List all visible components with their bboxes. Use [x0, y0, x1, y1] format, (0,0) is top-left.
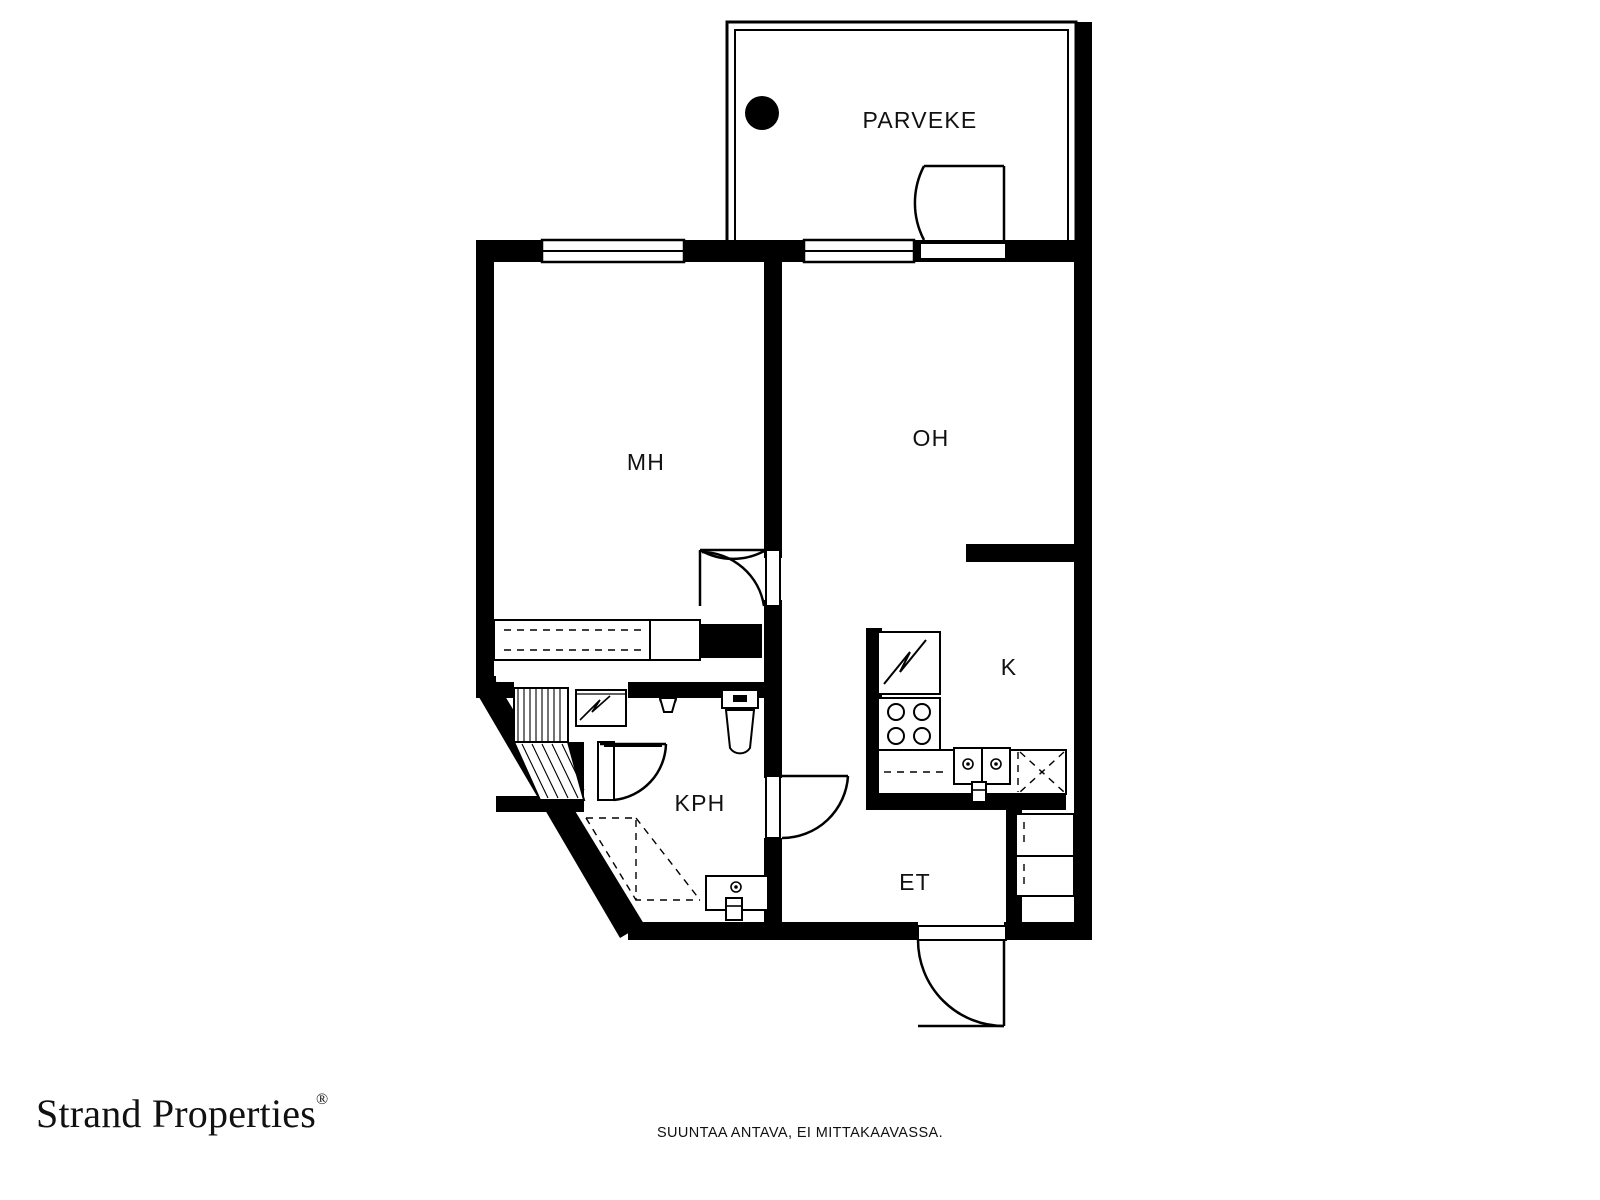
balcony-door-swing-icon — [913, 164, 1007, 260]
kitchen-sink-icon — [953, 747, 1011, 803]
balcony-area — [725, 20, 1092, 262]
room-label-k: K — [1001, 654, 1018, 680]
entrance-door-swing-icon — [916, 925, 1007, 1028]
exterior-walls — [476, 240, 1092, 940]
brand-logo: Strand Properties® — [36, 1090, 328, 1137]
bedroom-wardrobe-icon — [493, 619, 701, 661]
mh-window-icon — [540, 238, 686, 264]
hall-wardrobe-icon — [1015, 813, 1075, 897]
bathroom-floor-lines — [585, 817, 701, 901]
bathroom-inner-door-icon — [597, 741, 668, 802]
bathroom-door-swing-icon — [765, 774, 850, 840]
bedroom-door-swing-icon — [698, 548, 781, 607]
shower-cabin-icon — [512, 687, 586, 801]
oh-window-icon — [802, 238, 916, 264]
bathroom-vanity-icon — [705, 875, 769, 921]
room-label-kph: KPH — [675, 790, 726, 816]
room-label-parveke: PARVEKE — [863, 107, 978, 133]
room-label-mh: MH — [627, 449, 665, 475]
cooktop-icon — [877, 697, 941, 751]
room-label-oh: OH — [913, 425, 950, 451]
brand-name: Strand Properties — [36, 1091, 317, 1136]
washing-machine-icon — [575, 689, 627, 727]
brand-trademark: ® — [316, 1090, 329, 1108]
balcony-right-wall — [1076, 22, 1092, 262]
room-label-et: ET — [899, 869, 931, 895]
toilet-icon — [721, 689, 759, 755]
bathroom-sink-icon — [650, 683, 686, 713]
refrigerator-icon — [877, 631, 941, 695]
balcony-column-icon — [745, 96, 779, 130]
disclaimer-text: SUUNTAA ANTAVA, EI MITTAKAAVASSA. — [656, 1125, 944, 1141]
